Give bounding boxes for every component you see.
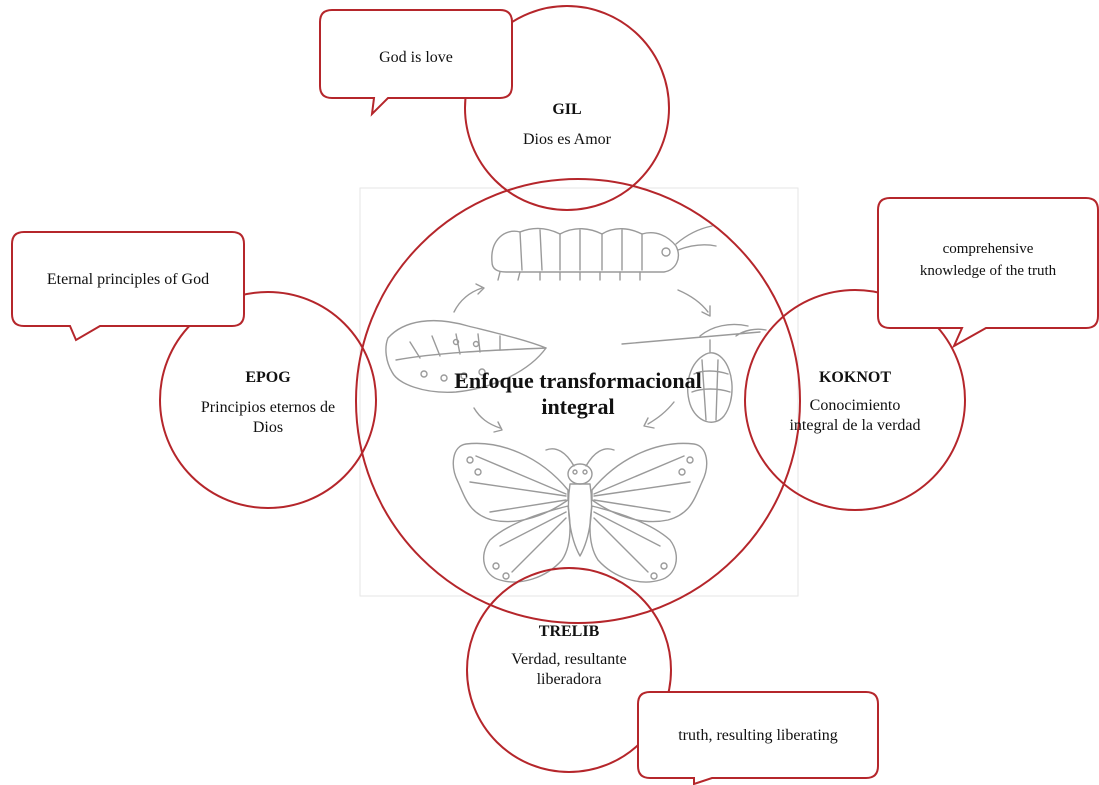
butterfly-icon [452, 442, 708, 583]
caterpillar-icon [491, 225, 717, 281]
image-frame [359, 187, 799, 597]
trelib-callout-text: truth, resulting liberating [678, 727, 838, 744]
epog-spanish-line2: Dios [252, 419, 284, 436]
koknot-callout-line2: knowledge of the truth [919, 263, 1057, 279]
koknot-spanish-line1: Conocimiento [809, 397, 901, 414]
center-ring [355, 178, 801, 624]
gil-circle [464, 5, 670, 211]
epog-callout [11, 231, 245, 342]
gil-callout [319, 9, 513, 117]
center-title-line1: Enfoque transformacional [454, 368, 702, 393]
koknot-code: KOKNOT [818, 369, 891, 386]
epog-code: EPOG [245, 369, 291, 386]
epog-callout-text: Eternal principles of God [46, 271, 210, 288]
trelib-code: TRELIB [538, 623, 600, 640]
gil-callout-text: God is love [379, 49, 453, 66]
koknot-spanish-line2: integral de la verdad [789, 417, 921, 434]
gil-spanish: Dios es Amor [523, 131, 611, 148]
koknot-callout [877, 197, 1099, 349]
trelib-callout [637, 691, 879, 785]
leaf-with-eggs-icon [385, 320, 547, 393]
chrysalis-icon [621, 323, 767, 423]
cycle-arrow-icon [453, 283, 711, 433]
trelib-spanish-line1: Verdad, resultante [511, 651, 627, 668]
trelib-circle [466, 567, 672, 773]
center-title-line2: integral [541, 394, 615, 419]
epog-circle [159, 291, 377, 509]
epog-spanish-line1: Principios eternos de [200, 399, 336, 416]
trelib-spanish-line2: liberadora [536, 671, 602, 688]
koknot-callout-line1: comprehensive [942, 241, 1034, 257]
koknot-circle [744, 289, 966, 511]
gil-code: GIL [552, 101, 582, 118]
